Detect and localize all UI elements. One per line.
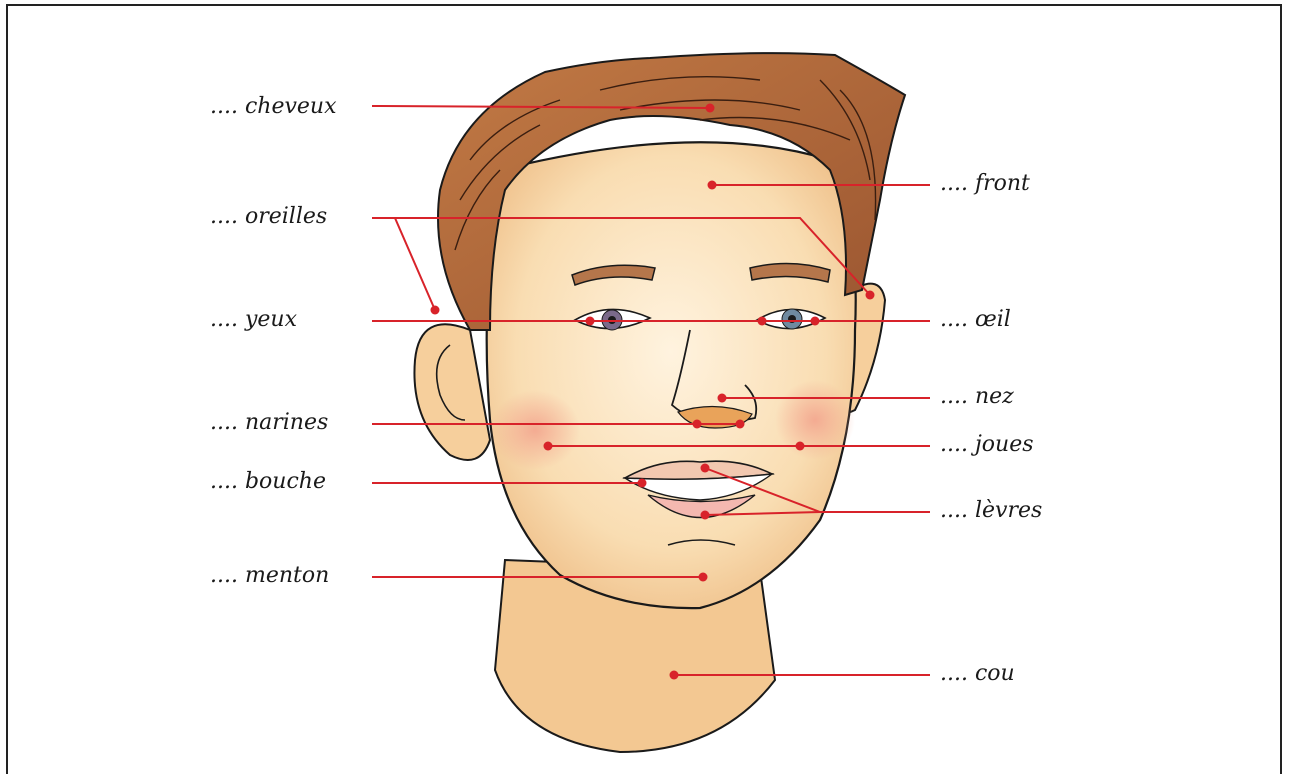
- dot-front: [708, 181, 717, 190]
- dot-cou: [670, 671, 679, 680]
- label-front: .... front: [940, 171, 1030, 196]
- left-cheek-blush: [490, 390, 580, 470]
- right-cheek-blush: [775, 380, 855, 460]
- label-cheveux: .... cheveux: [210, 94, 337, 119]
- dot-menton: [699, 573, 708, 582]
- dot-narine-right: [736, 420, 745, 429]
- label-bouche: .... bouche: [210, 469, 326, 494]
- label-nez: .... nez: [940, 384, 1014, 409]
- label-joues: .... joues: [940, 432, 1034, 457]
- dot-cheveux: [706, 104, 715, 113]
- label-narines: .... narines: [210, 410, 328, 435]
- dot-levre-top: [701, 464, 710, 473]
- dot-joue-left: [544, 442, 553, 451]
- label-levres: .... lèvres: [940, 498, 1042, 523]
- dot-oeil: [758, 317, 767, 326]
- dot-yeux-left: [586, 317, 595, 326]
- label-menton: .... menton: [210, 563, 329, 588]
- dot-bouche: [638, 479, 647, 488]
- dot-nez: [718, 394, 727, 403]
- label-cou: .... cou: [940, 661, 1015, 686]
- dot-oreille-right: [866, 291, 875, 300]
- line-oreilles: [372, 218, 435, 310]
- dot-joue-right: [796, 442, 805, 451]
- label-oreilles: .... oreilles: [210, 204, 327, 229]
- dot-yeux-right: [811, 317, 820, 326]
- dot-narine-left: [693, 420, 702, 429]
- left-ear: [414, 324, 490, 460]
- face-outline: [487, 142, 856, 608]
- label-yeux: .... yeux: [210, 307, 298, 332]
- label-oeil: .... œil: [940, 307, 1011, 332]
- dot-levre-bottom: [701, 511, 710, 520]
- dot-oreille-left: [431, 306, 440, 315]
